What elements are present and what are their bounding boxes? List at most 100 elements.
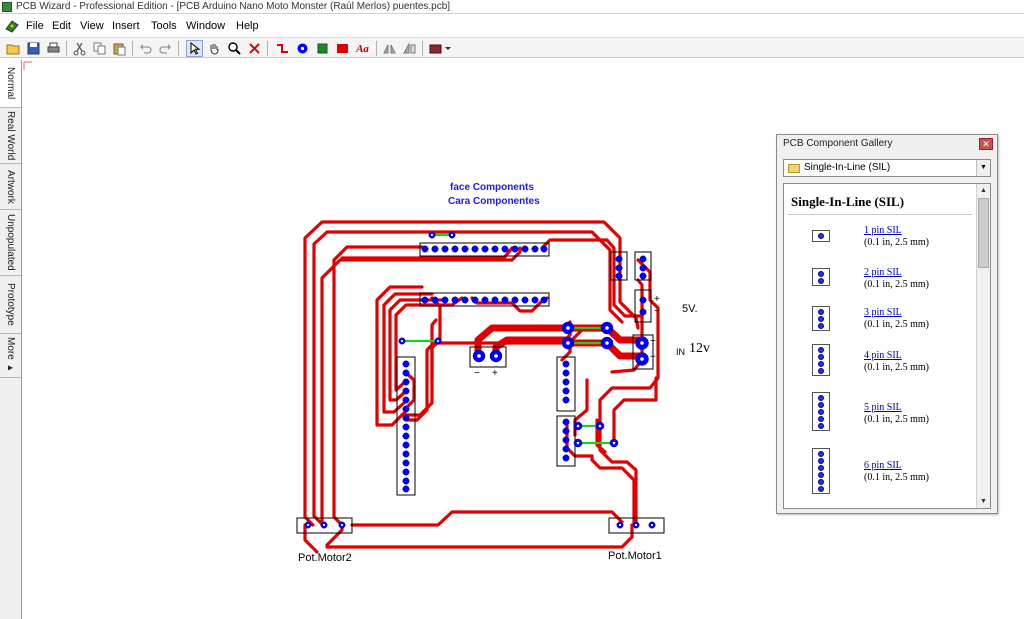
pad[interactable] xyxy=(441,296,449,304)
pad[interactable] xyxy=(402,432,410,440)
pad[interactable] xyxy=(531,296,539,304)
pad[interactable] xyxy=(421,245,429,253)
pad[interactable] xyxy=(402,405,410,413)
gallery-scrollbar[interactable]: ▲ ▼ xyxy=(976,184,990,508)
select-button[interactable] xyxy=(186,40,203,57)
pad[interactable] xyxy=(531,245,539,253)
gallery-list[interactable]: Single-In-Line (SIL) 1 pin SIL (0.1 in, … xyxy=(783,183,991,509)
gallery-item-link[interactable]: 3 pin SIL xyxy=(864,307,902,318)
gallery-item-1-pin-sil[interactable]: 1 pin SIL (0.1 in, 2.5 mm) xyxy=(784,222,974,262)
pan-button[interactable] xyxy=(206,40,223,57)
paste-button[interactable] xyxy=(111,40,128,57)
pad[interactable] xyxy=(402,369,410,377)
scroll-down-icon[interactable]: ▼ xyxy=(980,498,987,505)
menu-view[interactable]: View xyxy=(80,20,104,32)
pad[interactable] xyxy=(639,308,647,316)
text-button[interactable]: Aa xyxy=(354,40,371,57)
gallery-item-6-pin-sil[interactable]: 6 pin SIL (0.1 in, 2.5 mm) xyxy=(784,446,974,508)
copy-button[interactable] xyxy=(91,40,108,57)
pad[interactable] xyxy=(501,296,509,304)
gallery-item-link[interactable]: 5 pin SIL xyxy=(864,402,902,413)
pad[interactable] xyxy=(402,414,410,422)
pad[interactable] xyxy=(441,245,449,253)
menu-file[interactable]: File xyxy=(26,20,44,32)
menu-edit[interactable]: Edit xyxy=(52,20,71,32)
gallery-item-3-pin-sil[interactable]: 3 pin SIL (0.1 in, 2.5 mm) xyxy=(784,304,974,344)
gallery-item-2-pin-sil[interactable]: 2 pin SIL (0.1 in, 2.5 mm) xyxy=(784,264,974,304)
pad[interactable] xyxy=(540,296,548,304)
square-pad-button[interactable] xyxy=(314,40,331,57)
pad-button[interactable] xyxy=(294,40,311,57)
redo-button[interactable] xyxy=(157,40,174,57)
copper-area-button[interactable] xyxy=(334,40,351,57)
pad[interactable] xyxy=(615,272,623,280)
mirror-button[interactable] xyxy=(401,40,418,57)
pad[interactable] xyxy=(639,296,647,304)
gallery-item-link[interactable]: 2 pin SIL xyxy=(864,267,902,278)
zoom-button[interactable] xyxy=(226,40,243,57)
gallery-item-4-pin-sil[interactable]: 4 pin SIL (0.1 in, 2.5 mm) xyxy=(784,344,974,392)
pad[interactable] xyxy=(615,255,623,263)
pad[interactable] xyxy=(402,396,410,404)
pad[interactable] xyxy=(491,245,499,253)
gallery-item-link[interactable]: 6 pin SIL xyxy=(864,460,902,471)
menu-tools[interactable]: Tools xyxy=(151,20,177,32)
pad[interactable] xyxy=(562,445,570,453)
pad[interactable] xyxy=(421,296,429,304)
gallery-item-link[interactable]: 1 pin SIL xyxy=(864,225,902,236)
track-button[interactable] xyxy=(274,40,291,57)
pad[interactable] xyxy=(615,264,623,272)
gallery-item-5-pin-sil[interactable]: 5 pin SIL (0.1 in, 2.5 mm) xyxy=(784,390,974,446)
pad[interactable] xyxy=(461,245,469,253)
pad[interactable] xyxy=(402,387,410,395)
scroll-up-icon[interactable]: ▲ xyxy=(980,187,987,194)
tab-more[interactable]: More ▸ xyxy=(0,334,21,378)
pad[interactable] xyxy=(402,378,410,386)
pad[interactable] xyxy=(562,396,570,404)
pad[interactable] xyxy=(471,296,479,304)
gallery-item-link[interactable]: 4 pin SIL xyxy=(864,350,902,361)
undo-button[interactable] xyxy=(137,40,154,57)
open-button[interactable] xyxy=(5,40,22,57)
pad[interactable] xyxy=(562,387,570,395)
menu-window[interactable]: Window xyxy=(186,20,226,32)
pad[interactable] xyxy=(402,477,410,485)
pad[interactable] xyxy=(562,454,570,462)
print-button[interactable] xyxy=(45,40,62,57)
gallery-close-button[interactable]: ✕ xyxy=(979,138,993,150)
pad[interactable] xyxy=(481,296,489,304)
pad[interactable] xyxy=(562,418,570,426)
pad[interactable] xyxy=(521,296,529,304)
cut-button[interactable] xyxy=(71,40,88,57)
menu-insert[interactable]: Insert xyxy=(112,20,140,32)
pad[interactable] xyxy=(639,255,647,263)
pad[interactable] xyxy=(402,423,410,431)
menu-help[interactable]: Help xyxy=(236,20,259,32)
pad[interactable] xyxy=(451,245,459,253)
pad[interactable] xyxy=(471,245,479,253)
pad[interactable] xyxy=(521,245,529,253)
pad[interactable] xyxy=(562,369,570,377)
chevron-down-icon[interactable]: ▼ xyxy=(976,160,990,176)
pad[interactable] xyxy=(402,441,410,449)
pad[interactable] xyxy=(639,264,647,272)
pad[interactable] xyxy=(431,296,439,304)
pad[interactable] xyxy=(639,272,647,280)
save-button[interactable] xyxy=(25,40,42,57)
pad[interactable] xyxy=(431,245,439,253)
pad[interactable] xyxy=(461,296,469,304)
pad[interactable] xyxy=(402,459,410,467)
pad[interactable] xyxy=(481,245,489,253)
pad[interactable] xyxy=(562,378,570,386)
tab-normal[interactable]: Normal xyxy=(0,60,21,108)
pad[interactable] xyxy=(402,468,410,476)
pad[interactable] xyxy=(451,296,459,304)
pcb-board[interactable] xyxy=(22,60,1024,619)
delete-button[interactable] xyxy=(246,40,263,57)
tab-artwork[interactable]: Artwork xyxy=(0,164,21,210)
flip-button[interactable] xyxy=(381,40,398,57)
pad[interactable] xyxy=(540,245,548,253)
pad[interactable] xyxy=(511,245,519,253)
tab-real-world[interactable]: Real World xyxy=(0,108,21,164)
tab-unpopulated[interactable]: Unpopulated xyxy=(0,210,21,276)
